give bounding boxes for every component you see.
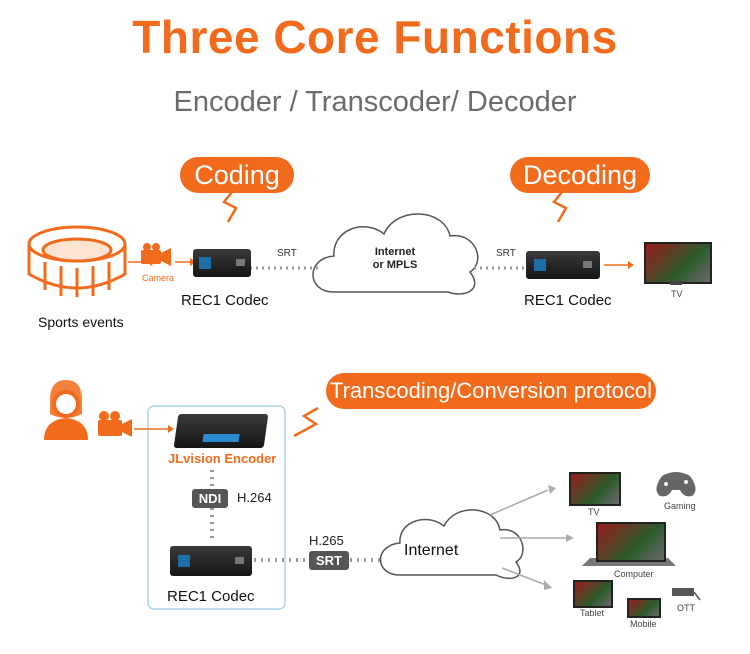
jlvision-encoder-device [173, 414, 269, 448]
transcoding-lightning-icon [293, 406, 319, 438]
mobile-icon [627, 598, 661, 618]
coding-lightning-icon [222, 191, 238, 223]
srt-left-label: SRT [277, 248, 297, 259]
camera-icon [141, 243, 171, 266]
cloud-line-2: or MPLS [372, 259, 418, 271]
sports-events-label: Sports events [38, 314, 124, 330]
jlvision-encoder-label: JLvision Encoder [168, 451, 277, 466]
page-title: Three Core Functions [132, 11, 618, 63]
decoding-pill: Decoding [510, 157, 650, 193]
cloud-line-1: Internet [374, 246, 416, 258]
camera-label: Camera [142, 273, 175, 283]
h264-label: H.264 [237, 490, 272, 505]
decoding-lightning-icon [552, 191, 568, 223]
gamepad-icon [656, 472, 696, 497]
ott-label: OTT [677, 603, 695, 613]
rec1-codec-left-label: REC1 Codec [181, 292, 269, 309]
page-subtitle: Encoder / Transcoder/ Decoder [173, 86, 577, 118]
internet-cloud-icon [379, 509, 524, 579]
internet-label: Internet [404, 542, 459, 559]
rec1-codec-bottom-device [170, 546, 252, 576]
srt-tag: SRT [309, 551, 349, 570]
rec1-codec-left-device [193, 249, 251, 277]
h265-label: H.265 [309, 533, 344, 548]
stadium-icon [27, 225, 127, 297]
tv-bottom-icon [569, 472, 621, 506]
tv-bottom-label: TV [588, 507, 600, 517]
tablet-label: Tablet [580, 608, 605, 618]
ndi-tag: NDI [192, 489, 228, 508]
video-camera-icon [98, 411, 132, 437]
srt-right-label: SRT [496, 248, 516, 259]
computer-label: Computer [614, 569, 654, 579]
mobile-label: Mobile [630, 619, 657, 629]
gaming-label: Gaming [664, 501, 696, 511]
internet-mpls-cloud-icon [312, 213, 479, 295]
computer-icon [596, 522, 666, 562]
rec1-codec-bottom-label: REC1 Codec [167, 588, 255, 605]
tablet-icon [573, 580, 613, 608]
rec1-codec-right-device [526, 251, 600, 279]
presenter-icon [44, 380, 88, 440]
tv-top-icon [644, 242, 712, 284]
coding-pill: Coding [180, 157, 294, 193]
ott-stick-icon [672, 588, 701, 601]
rec1-codec-right-label: REC1 Codec [524, 292, 612, 309]
encoder-group-box [147, 405, 286, 610]
tv-top-label: TV [671, 289, 683, 299]
transcoding-pill: Transcoding/Conversion protocol [326, 373, 656, 409]
